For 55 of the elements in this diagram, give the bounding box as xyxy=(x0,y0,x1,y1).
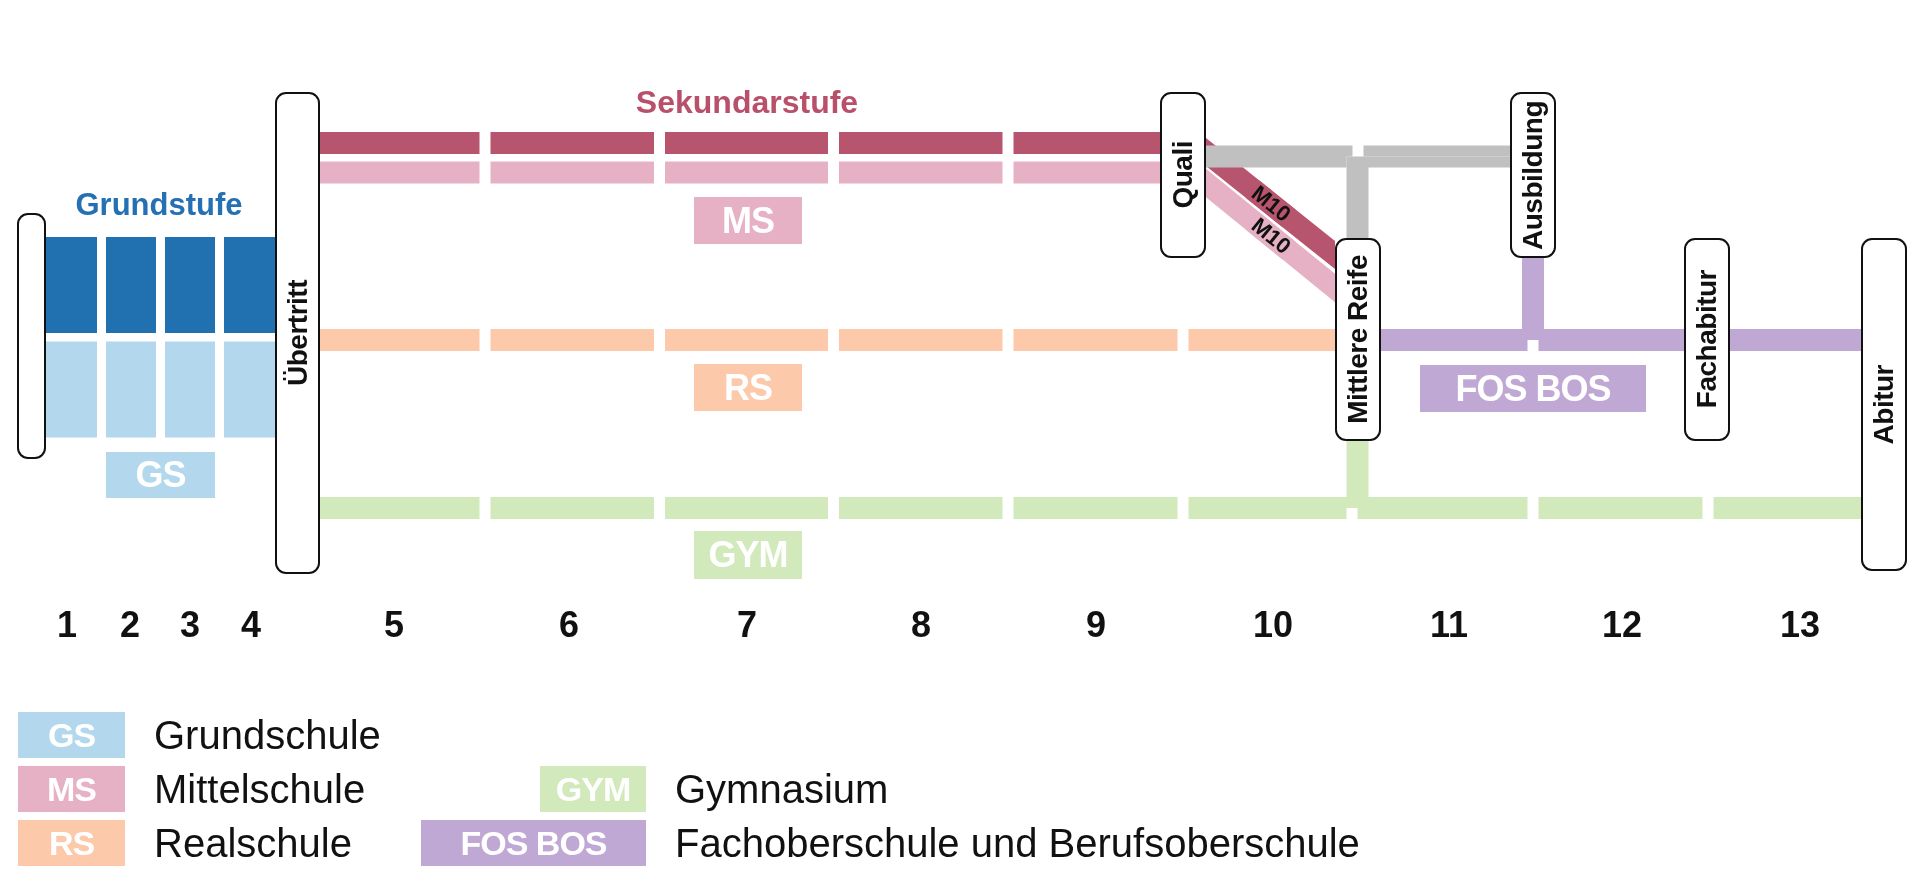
start-bar xyxy=(17,213,46,459)
milestone-box xyxy=(1684,238,1730,441)
track-line xyxy=(1346,441,1861,519)
school-type-tag: GYM xyxy=(694,531,802,579)
grade-number: 12 xyxy=(1602,607,1642,643)
milestone-box xyxy=(275,92,320,574)
school-type-tag: MS xyxy=(694,197,802,244)
grade-number: 10 xyxy=(1253,607,1293,643)
track-line xyxy=(46,341,275,438)
track-line xyxy=(320,132,1160,154)
legend-swatch: GYM xyxy=(540,766,646,812)
grade-number: 5 xyxy=(384,607,404,643)
grade-number: 13 xyxy=(1780,607,1820,643)
milestone-box xyxy=(1335,238,1381,441)
school-type-tag: RS xyxy=(694,364,802,411)
track-line xyxy=(320,161,1160,184)
school-type-tag: FOS BOS xyxy=(1420,365,1646,412)
legend-label: Mittelschule xyxy=(154,766,366,812)
grade-number: 3 xyxy=(180,607,200,643)
grade-number: 7 xyxy=(737,607,757,643)
milestone-label: Quali xyxy=(1169,141,1197,209)
milestone-label: Übertritt xyxy=(283,280,312,386)
track-line xyxy=(1206,145,1510,168)
milestone-box xyxy=(1861,238,1907,571)
legend-label: Grundschule xyxy=(154,712,381,758)
track-line xyxy=(46,237,275,333)
school-type-tag: GS xyxy=(106,452,215,498)
legend-label: Gymnasium xyxy=(675,766,889,812)
legend-label: Realschule xyxy=(154,820,352,866)
section-heading: Sekundarstufe xyxy=(635,86,859,118)
grade-number: 8 xyxy=(911,607,931,643)
legend-swatch: MS xyxy=(18,766,125,812)
grade-number: 6 xyxy=(559,607,579,643)
track-line xyxy=(1730,329,1861,351)
track-line xyxy=(1522,258,1684,340)
grade-number: 2 xyxy=(120,607,140,643)
milestone-label: Fachabitur xyxy=(1693,270,1721,409)
legend-swatch: GS xyxy=(18,712,125,758)
grade-number: 9 xyxy=(1086,607,1106,643)
legend-label: Fachoberschule und Berufsoberschule xyxy=(675,820,1360,866)
milestone-label: Abitur xyxy=(1870,364,1898,445)
grade-number: 1 xyxy=(57,607,77,643)
track-line xyxy=(1346,156,1510,238)
grade-number: 4 xyxy=(241,607,261,643)
milestone-box xyxy=(1510,92,1556,258)
legend-swatch: RS xyxy=(18,820,125,866)
grade-number: 11 xyxy=(1429,607,1469,643)
track-line xyxy=(1381,329,1684,351)
track-line xyxy=(320,497,1861,519)
track-line xyxy=(320,329,1335,351)
milestone-box xyxy=(1160,92,1206,258)
milestone-label: Ausbildung xyxy=(1519,100,1547,250)
legend-swatch: FOS BOS xyxy=(421,820,646,866)
section-heading: Grundstufe xyxy=(75,189,243,220)
milestone-label: Mittlere Reife xyxy=(1344,255,1372,424)
